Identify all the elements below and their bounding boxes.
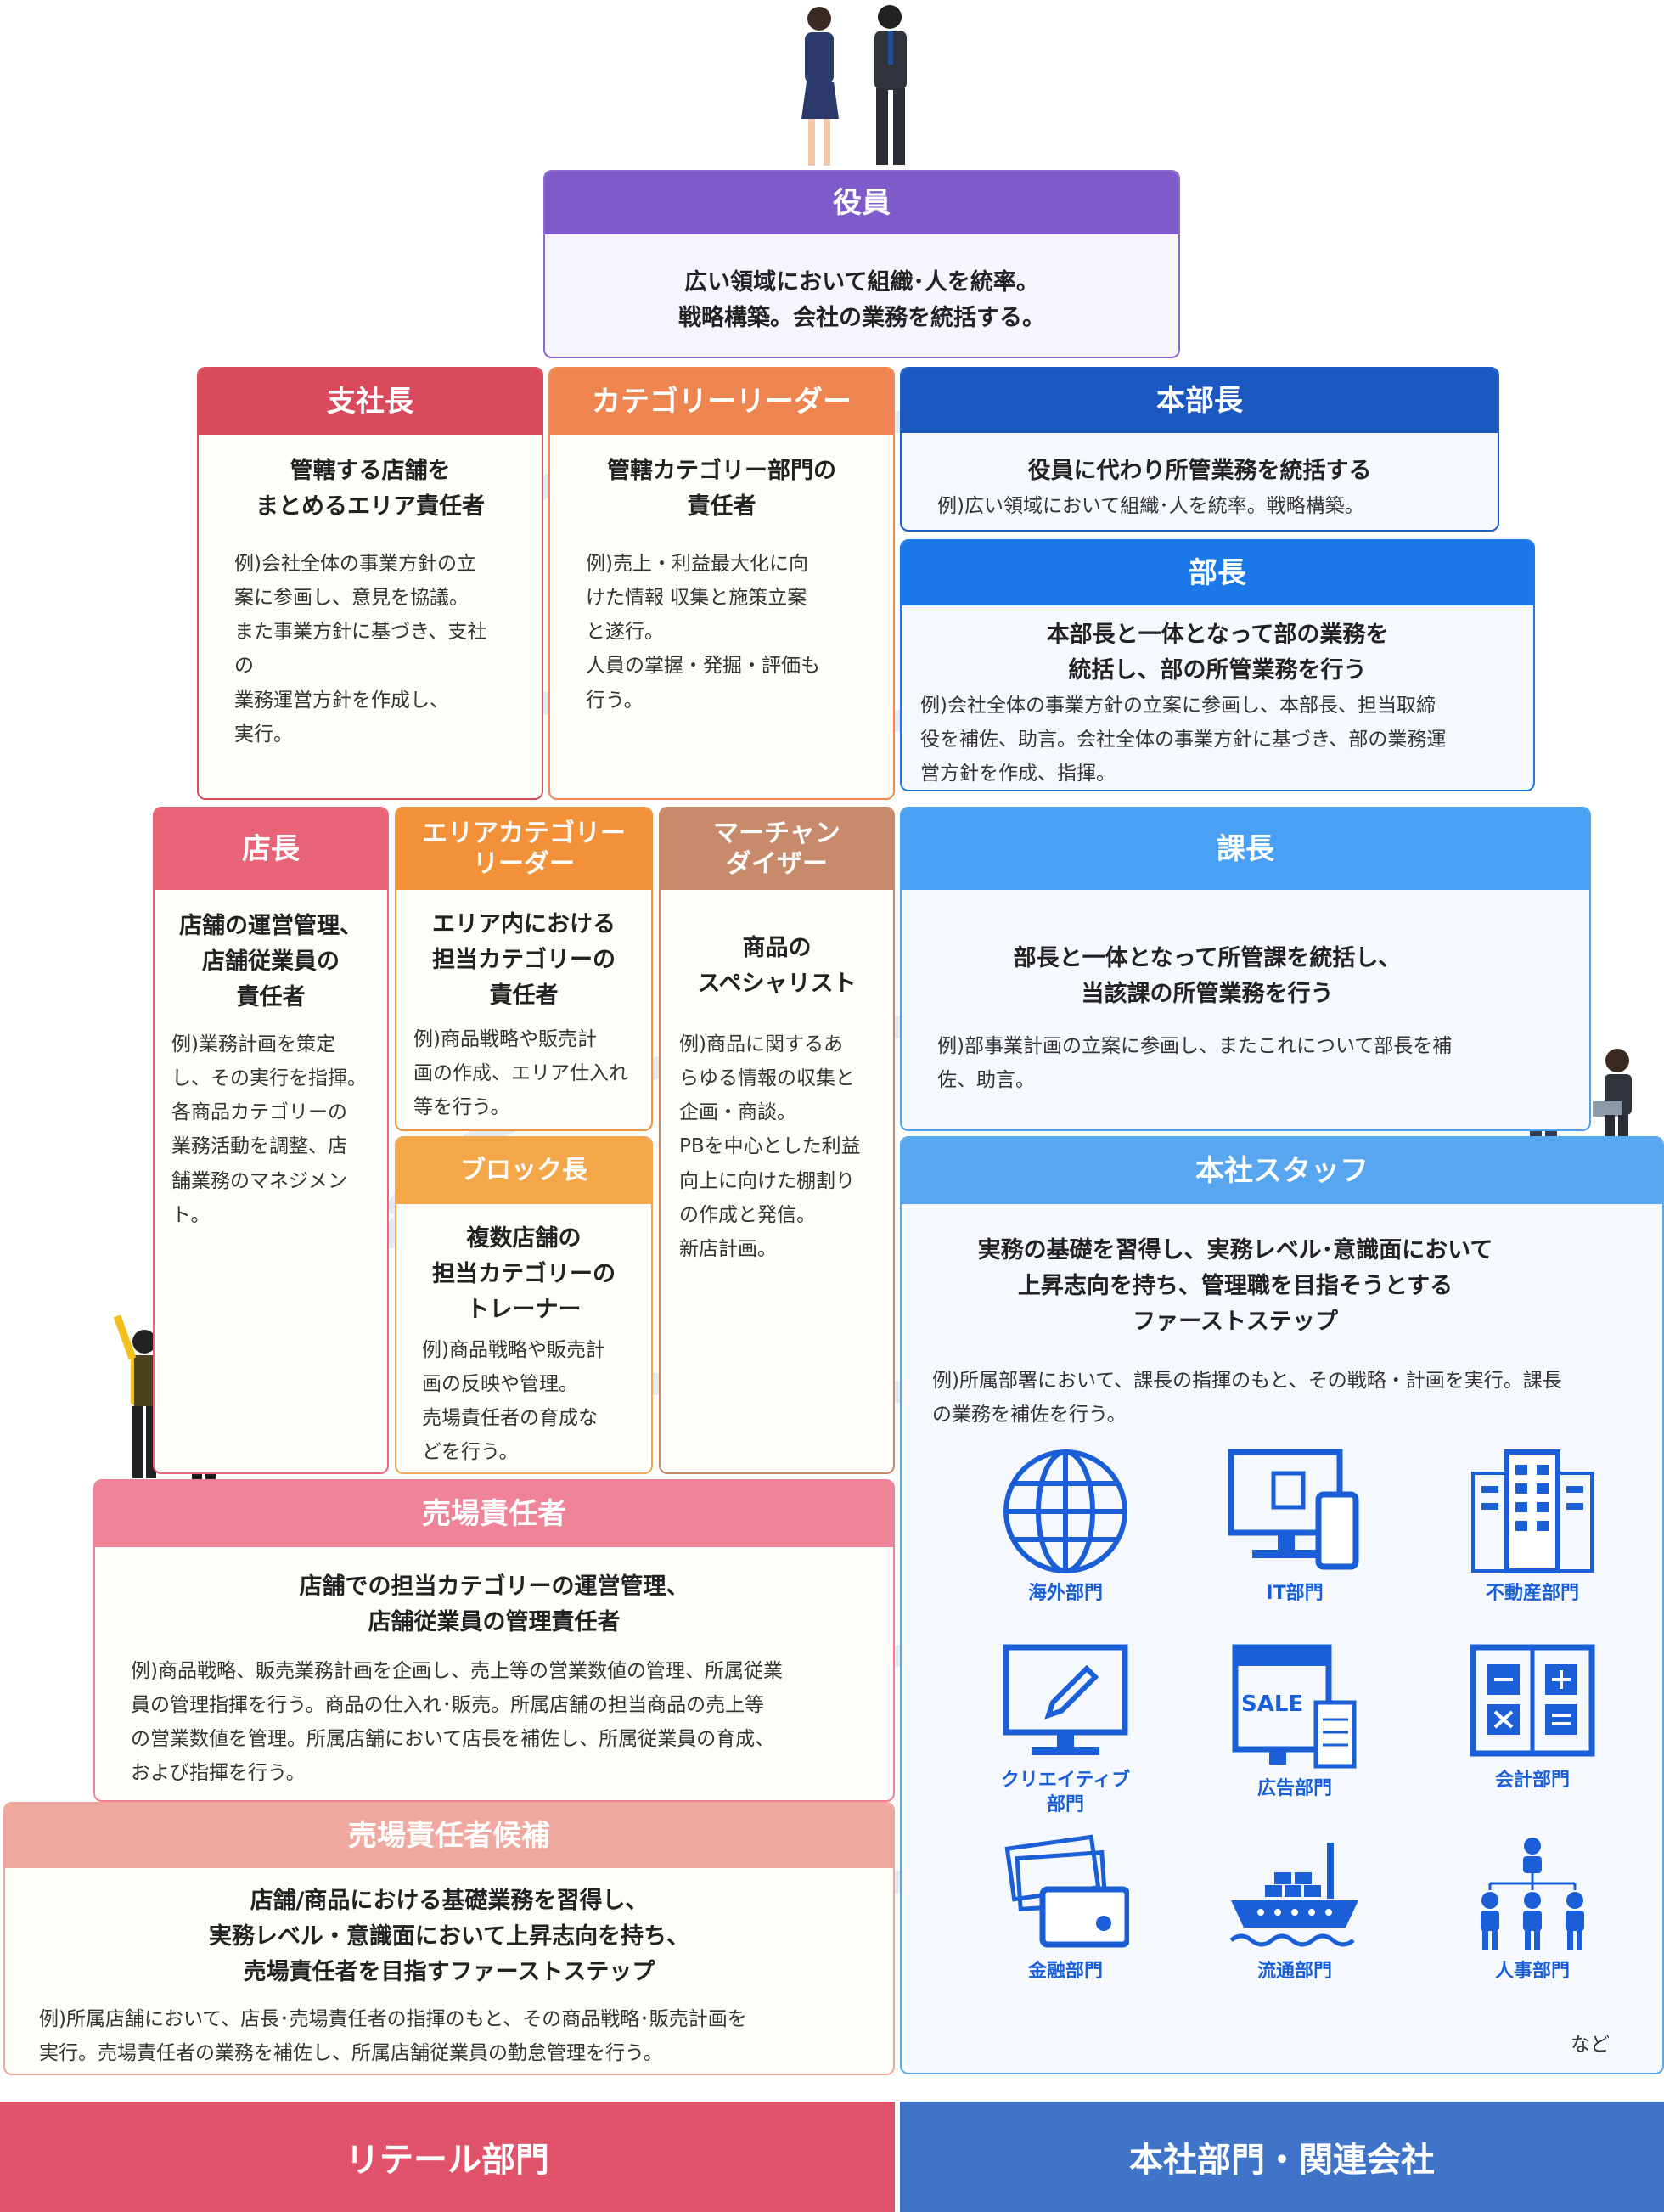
area-category-leader-lead: エリア内における 担当カテゴリーの 責任者 bbox=[432, 911, 616, 1009]
dept-finance: 金融部門 bbox=[959, 1834, 1172, 1984]
dept-finance-label: 金融部門 bbox=[1027, 1961, 1103, 1982]
floor-manager-title: 売場責任者 bbox=[95, 1481, 893, 1547]
floor-manager-candidate-title: 売場責任者候補 bbox=[5, 1804, 893, 1868]
section-manager-card: 課長 部長と一体となって所管課を統括し、 当該課の所管業務を行う 例)部事業計画… bbox=[900, 807, 1591, 1131]
section-manager-example: 例)部事業計画の立案に参画し、またこれについて部長を補 佐、助言。 bbox=[937, 1034, 1453, 1091]
block-manager-card: ブロック長 複数店舗の 担当カテゴリーの トレーナー 例)商品戦略や販売計 画の… bbox=[395, 1136, 653, 1474]
department-head-example: 例)会社全体の事業方針の立案に参画し、本部長、担当取締 役を補佐、助言。会社全体… bbox=[920, 694, 1447, 785]
block-manager-title: ブロック長 bbox=[396, 1138, 651, 1204]
store-manager-lead: 店舗の運営管理、 店舗従業員の 責任者 bbox=[179, 913, 363, 1010]
section-manager-lead: 部長と一体となって所管課を統括し、 当該課の所管業務を行う bbox=[1013, 945, 1402, 1007]
department-head-title: 部長 bbox=[902, 541, 1533, 605]
dept-advertising: SALE 広告部門 bbox=[1189, 1643, 1401, 1802]
dept-accounting: 会計部門 bbox=[1426, 1643, 1639, 1793]
store-manager-title: 店長 bbox=[155, 808, 387, 890]
dept-creative: クリエイティブ 部門 bbox=[959, 1643, 1172, 1817]
dept-it-label: IT部門 bbox=[1266, 1583, 1324, 1604]
floor-manager-example: 例)商品戦略、販売業務計画を企画し、売上等の営業数値の管理、所属従業 員の管理指… bbox=[131, 1659, 783, 1785]
dept-logistics-label: 流通部門 bbox=[1256, 1961, 1332, 1982]
dept-accounting-label: 会計部門 bbox=[1494, 1770, 1570, 1791]
floor-manager-candidate-card: 売場責任者候補 店舗/商品における基礎業務を習得し、 実務レベル・意識面において… bbox=[3, 1802, 895, 2075]
exec-title: 役員 bbox=[545, 172, 1178, 234]
computer-phone-icon bbox=[1228, 1449, 1359, 1570]
division-head-card: 本部長 役員に代わり所管業務を統括する 例)広い領域において組織･人を統率。戦略… bbox=[900, 367, 1499, 532]
hq-staff-card: 本社スタッフ 実務の基礎を習得し、実務レベル･意識面において 上昇志向を持ち、管… bbox=[900, 1136, 1664, 2074]
section-manager-title: 課長 bbox=[902, 808, 1589, 890]
area-category-leader-card: エリアカテゴリー リーダー エリア内における 担当カテゴリーの 責任者 例)商品… bbox=[395, 807, 653, 1131]
block-manager-example: 例)商品戦略や販売計 画の反映や管理。 売場責任者の育成な どを行う。 bbox=[422, 1338, 605, 1464]
dept-hr: 人事部門 bbox=[1426, 1834, 1639, 1984]
merchandiser-lead: 商品の スペシャリスト bbox=[697, 935, 857, 997]
money-card-icon bbox=[1004, 1834, 1129, 1948]
branch-manager-example: 例)会社全体の事業方針の立 案に参画し、意見を協議。 また事業方針に基づき、支社… bbox=[234, 552, 487, 746]
dept-it: IT部門 bbox=[1189, 1448, 1401, 1607]
dept-real-estate: 不動産部門 bbox=[1426, 1448, 1639, 1607]
dept-overseas: 海外部門 bbox=[959, 1448, 1172, 1607]
globe-icon bbox=[1003, 1449, 1127, 1573]
store-manager-example: 例)業務計画を策定 し、その実行を指揮。 各商品カテゴリーの 業務活動を調整、店… bbox=[171, 1033, 367, 1226]
building-icon bbox=[1471, 1449, 1594, 1573]
dept-overseas-label: 海外部門 bbox=[1027, 1583, 1103, 1604]
hq-division-footer: 本社部門・関連会社 bbox=[900, 2102, 1664, 2212]
block-manager-lead: 複数店舗の 担当カテゴリーの トレーナー bbox=[432, 1225, 616, 1323]
branch-manager-card: 支社長 管轄する店舗を まとめるエリア責任者 例)会社全体の事業方針の立 案に参… bbox=[197, 367, 543, 800]
department-head-lead: 本部長と一体となって部の業務を 統括し、部の所管業務を行う bbox=[1046, 622, 1389, 684]
dept-creative-label: クリエイティブ 部門 bbox=[1000, 1770, 1131, 1815]
hq-staff-title: 本社スタッフ bbox=[902, 1138, 1662, 1204]
retail-division-footer: リテール部門 bbox=[0, 2102, 895, 2212]
dept-advertising-label: 広告部門 bbox=[1256, 1778, 1332, 1799]
category-leader-lead: 管轄カテゴリー部門の 責任者 bbox=[607, 458, 836, 520]
department-head-card: 部長 本部長と一体となって部の業務を 統括し、部の所管業務を行う 例)会社全体の… bbox=[900, 539, 1535, 791]
division-head-title: 本部長 bbox=[902, 369, 1498, 433]
branch-manager-title: 支社長 bbox=[199, 369, 542, 435]
dept-logistics: 流通部門 bbox=[1189, 1834, 1401, 1984]
merchandiser-example: 例)商品に関するあ らゆる情報の収集と 企画・商談。 PBを中心とした利益 向上… bbox=[679, 1033, 861, 1261]
hq-staff-lead: 実務の基礎を習得し、実務レベル･意識面において 上昇志向を持ち、管理職を目指そう… bbox=[977, 1237, 1493, 1335]
monitor-pen-icon bbox=[1003, 1644, 1128, 1755]
division-head-lead: 役員に代わり所管業務を統括する bbox=[1027, 458, 1372, 484]
area-category-leader-example: 例)商品戦略や販売計 画の作成、エリア仕入れ 等を行う。 bbox=[413, 1027, 628, 1119]
area-category-leader-title: エリアカテゴリー リーダー bbox=[396, 808, 651, 890]
exec-card: 役員 広い領域において組織･人を統率。 戦略構築。会社の業務を統括する。 bbox=[543, 170, 1180, 358]
calculator-book-icon bbox=[1470, 1644, 1595, 1757]
dept-hr-label: 人事部門 bbox=[1494, 1961, 1570, 1982]
store-manager-card: 店長 店舗の運営管理、 店舗従業員の 責任者 例)業務計画を策定 し、その実行を… bbox=[153, 807, 389, 1474]
floor-manager-candidate-example: 例)所属店舗において、店長･売場責任者の指揮のもと、その商品戦略･販売計画を 実… bbox=[39, 2007, 747, 2064]
division-head-example: 例)広い領域において組織･人を統率。戦略構築。 bbox=[937, 494, 1364, 517]
svg-text:SALE: SALE bbox=[1241, 1691, 1303, 1717]
etc-note: など bbox=[1571, 2034, 1610, 2056]
hq-staff-example: 例)所属部署において、課長の指揮のもと、その戦略・計画を実行。課長 の業務を補佐… bbox=[932, 1369, 1562, 1426]
floor-manager-lead: 店舗での担当カテゴリーの運営管理、 店舗従業員の管理責任者 bbox=[299, 1573, 689, 1635]
branch-manager-lead: 管轄する店舗を まとめるエリア責任者 bbox=[256, 458, 485, 520]
exec-lead: 広い領域において組織･人を統率。 戦略構築。会社の業務を統括する。 bbox=[678, 269, 1045, 331]
floor-manager-candidate-lead: 店舗/商品における基礎業務を習得し、 実務レベル・意識面において上昇志向を持ち、… bbox=[208, 1888, 690, 1985]
category-leader-example: 例)売上・利益最大化に向 けた情報 収集と施策立案 と遂行。 人員の掌握・発掘・… bbox=[586, 552, 820, 712]
org-chart-icon bbox=[1481, 1838, 1584, 1950]
executives-illustration bbox=[801, 5, 907, 166]
cargo-ship-icon bbox=[1229, 1843, 1358, 1947]
merchandiser-card: マーチャン ダイザー 商品の スペシャリスト 例)商品に関するあ らゆる情報の収… bbox=[659, 807, 895, 1474]
floor-manager-card: 売場責任者 店舗での担当カテゴリーの運営管理、 店舗従業員の管理責任者 例)商品… bbox=[93, 1479, 895, 1802]
dept-real-estate-label: 不動産部門 bbox=[1485, 1583, 1579, 1604]
sale-sign-icon: SALE bbox=[1232, 1644, 1357, 1769]
category-leader-title: カテゴリーリーダー bbox=[550, 369, 893, 435]
merchandiser-title: マーチャン ダイザー bbox=[661, 808, 893, 890]
category-leader-card: カテゴリーリーダー 管轄カテゴリー部門の 責任者 例)売上・利益最大化に向 けた… bbox=[548, 367, 895, 800]
